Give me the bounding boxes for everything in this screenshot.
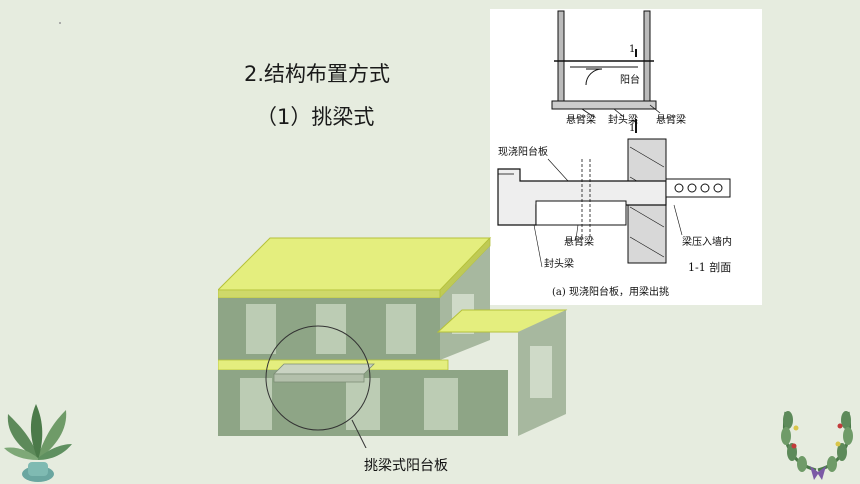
plan-view [551, 10, 661, 133]
diagram-drawing: 1 1 阳台 悬臂梁 封头梁 悬臂梁 [497, 10, 732, 298]
decoration-wreath-icon [776, 400, 858, 484]
building-drawing [216, 237, 568, 453]
section-slab-label: 现浇阳台板 [498, 145, 548, 158]
laurel-wreath-icon [781, 411, 853, 480]
figure-caption: (a) 现浇阳台板，用梁出挑 [552, 285, 669, 298]
slide-subtitle: （1）挑梁式 [256, 105, 375, 129]
section-cantilever-beam-label: 悬臂梁 [564, 235, 594, 248]
plan-cantilever-beam-left-label: 悬臂梁 [566, 113, 596, 126]
decoration-potted-plant-icon [2, 400, 74, 484]
decorative-dot [59, 22, 61, 24]
balcony-label: 阳台 [620, 73, 640, 86]
building-illustration [216, 228, 568, 453]
section-mark-bottom: 1 [629, 123, 635, 134]
plan-cantilever-beam-right-label: 悬臂梁 [656, 113, 686, 126]
section-edge-beam-label: 封头梁 [544, 257, 574, 270]
section-beam-into-wall-label: 梁压入墙内 [682, 235, 732, 248]
slide-title: 2.结构布置方式 [244, 62, 391, 86]
section-title: 1-1 剖面 [688, 260, 731, 274]
plan-edge-beam-label: 封头梁 [608, 113, 638, 126]
building-caption: 挑梁式阳台板 [364, 458, 448, 474]
section-view [497, 138, 731, 268]
balcony-structure-diagram: 1 1 阳台 悬臂梁 封头梁 悬臂梁 [490, 9, 762, 305]
potted-plant-icon [4, 404, 72, 482]
section-mark-top: 1 [629, 44, 635, 55]
